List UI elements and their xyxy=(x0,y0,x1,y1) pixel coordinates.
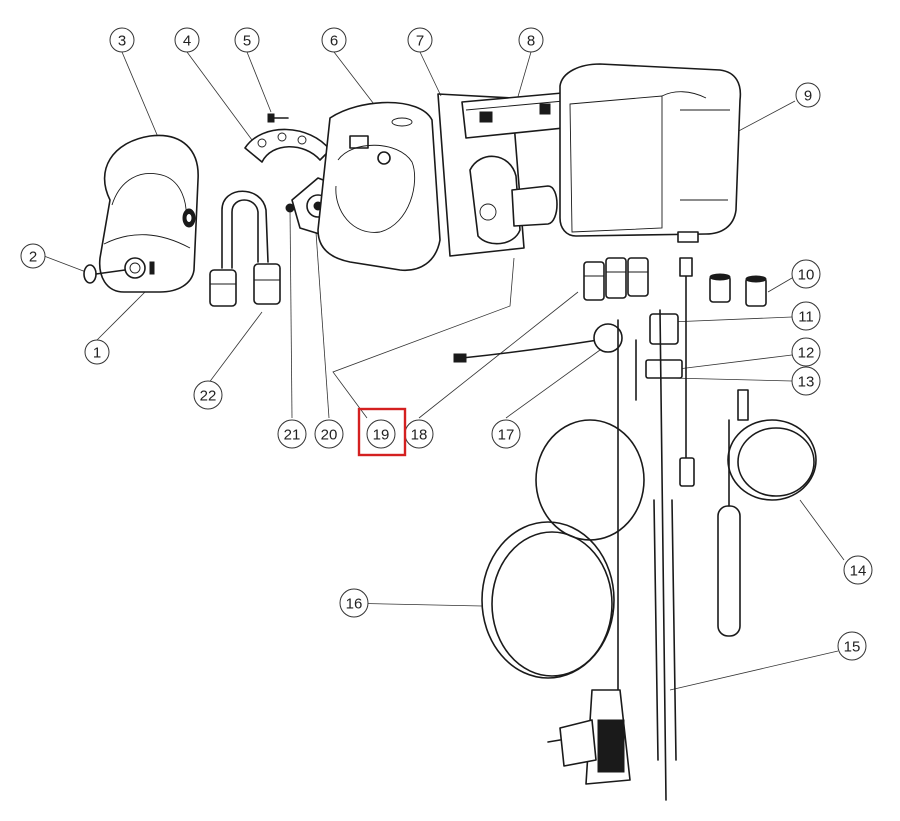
callout-6[interactable]: 6 xyxy=(321,27,347,53)
callout-label: 19 xyxy=(373,427,390,444)
callout-label: 15 xyxy=(844,639,861,656)
probe-cable xyxy=(453,323,637,401)
front-cover xyxy=(98,134,199,293)
callout-label: 4 xyxy=(183,33,191,50)
callout-label: 16 xyxy=(346,596,363,613)
callout-label: 5 xyxy=(243,33,251,50)
callout-12[interactable]: 12 xyxy=(791,337,821,367)
callout-label: 1 xyxy=(93,345,101,362)
callout-label: 9 xyxy=(804,88,812,105)
callout-label: 21 xyxy=(284,427,301,444)
callout-label: 7 xyxy=(416,33,424,50)
callout-19[interactable]: 19 xyxy=(366,419,396,449)
callout-label: 18 xyxy=(411,427,428,444)
callout-label: 20 xyxy=(321,427,338,444)
screw xyxy=(267,113,289,123)
callout-label: 22 xyxy=(200,388,217,405)
knob-screw xyxy=(83,264,126,284)
callout-7[interactable]: 7 xyxy=(407,27,433,53)
rotor-plate xyxy=(244,128,331,163)
callout-16[interactable]: 16 xyxy=(339,588,369,618)
highlight-box xyxy=(357,407,407,457)
callout-21[interactable]: 21 xyxy=(277,419,307,449)
callout-11[interactable]: 11 xyxy=(791,301,821,331)
callout-17[interactable]: 17 xyxy=(491,419,521,449)
callout-label: 14 xyxy=(850,563,867,580)
rod-probe xyxy=(653,309,677,801)
callout-3[interactable]: 3 xyxy=(109,27,135,53)
callout-label: 13 xyxy=(798,374,815,391)
main-housing xyxy=(559,63,742,243)
callout-10[interactable]: 10 xyxy=(791,259,821,289)
callouts: 1 2 3 4 5 6 7 8 9 10 11 12 13 14 15 16 1… xyxy=(20,27,873,661)
callout-1[interactable]: 1 xyxy=(84,339,110,365)
power-cable xyxy=(481,319,645,785)
cable-glands xyxy=(583,257,649,301)
callout-18[interactable]: 18 xyxy=(404,419,434,449)
caps xyxy=(709,273,767,307)
washer xyxy=(182,208,196,228)
callout-label: 10 xyxy=(798,267,815,284)
callout-label: 8 xyxy=(527,33,535,50)
callout-20[interactable]: 20 xyxy=(314,419,344,449)
callout-label: 17 xyxy=(498,427,515,444)
callout-label: 12 xyxy=(798,345,815,362)
leader-lines xyxy=(43,51,845,691)
callout-13[interactable]: 13 xyxy=(791,366,821,396)
callout-8[interactable]: 8 xyxy=(518,27,544,53)
callout-label: 2 xyxy=(29,249,37,266)
callout-2[interactable]: 2 xyxy=(20,243,46,269)
motor-gasket xyxy=(437,93,558,257)
callout-5[interactable]: 5 xyxy=(234,27,260,53)
sensor-probe xyxy=(717,389,817,637)
pump-head-housing xyxy=(317,101,441,271)
level-connector xyxy=(645,257,695,487)
callout-9[interactable]: 9 xyxy=(795,82,821,108)
callout-4[interactable]: 4 xyxy=(174,27,200,53)
callout-label: 6 xyxy=(330,33,338,50)
callout-15[interactable]: 15 xyxy=(837,631,867,661)
callout-label: 11 xyxy=(798,309,814,326)
callout-14[interactable]: 14 xyxy=(843,555,873,585)
callout-22[interactable]: 22 xyxy=(193,380,223,410)
callout-label: 3 xyxy=(118,33,126,50)
pump-tube xyxy=(209,190,281,307)
